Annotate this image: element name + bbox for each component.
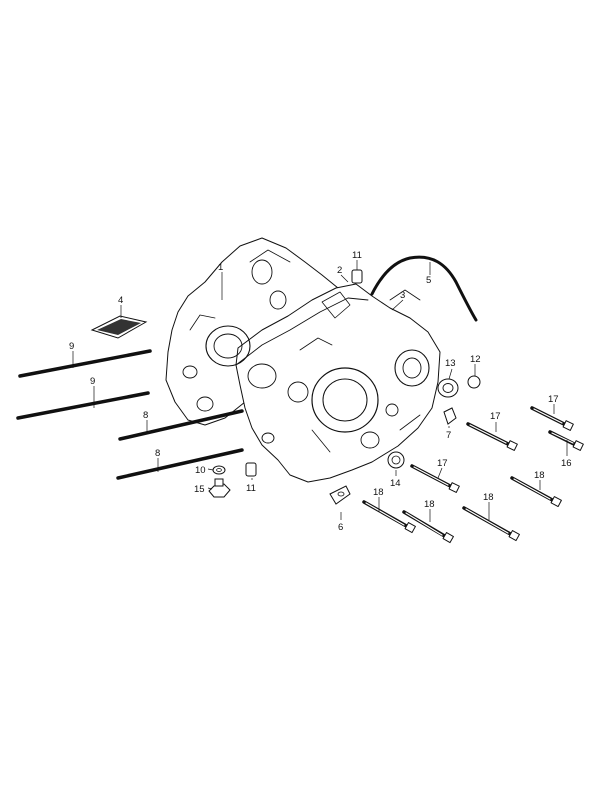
callout-11-bottom: 11 [246, 483, 256, 494]
crankcase-assembly [165, 237, 441, 483]
callout-18-c: 18 [424, 499, 435, 510]
callout-16: 16 [561, 458, 572, 469]
callout-5: 5 [426, 275, 431, 286]
callout-13: 13 [445, 358, 456, 369]
dowel-pin-bottom [245, 462, 257, 477]
oil-strainer-screen [90, 315, 148, 339]
drain-bolt [208, 478, 231, 498]
callout-9-upper: 9 [69, 341, 74, 352]
sealing-washer [212, 465, 226, 475]
tube-clamp [329, 485, 351, 505]
callout-3: 3 [400, 290, 405, 301]
oil-seal [437, 378, 459, 398]
callout-18-a: 18 [534, 470, 545, 481]
callout-18-b: 18 [373, 487, 384, 498]
callout-1: 1 [218, 262, 223, 273]
dowel-pin-top [351, 269, 363, 284]
callout-9-lower: 9 [90, 376, 95, 387]
callout-17-b: 17 [548, 394, 559, 405]
callout-18-d: 18 [483, 492, 494, 503]
cap [467, 375, 481, 389]
callout-10: 10 [195, 465, 206, 476]
callout-2: 2 [337, 265, 342, 276]
callout-labels: 1 2 3 4 5 6 7 8 8 9 9 10 11 11 12 13 14 … [69, 250, 572, 533]
callout-15: 15 [194, 484, 205, 495]
callout-8-upper: 8 [143, 410, 148, 421]
callout-11-top: 11 [352, 250, 362, 261]
callout-8-lower: 8 [155, 448, 160, 459]
leader-lines [72, 260, 568, 522]
guide-clip [443, 407, 457, 425]
callout-17-a: 17 [490, 411, 501, 422]
shaft-seal [387, 451, 405, 469]
crankshaft-bore [311, 367, 379, 433]
left-bearing-bore [205, 325, 251, 367]
bolts [362, 406, 584, 544]
right-crankcase-half [235, 283, 441, 483]
callout-7: 7 [446, 430, 451, 441]
callout-14: 14 [390, 478, 401, 489]
callout-6: 6 [338, 522, 343, 533]
callout-17-c: 17 [437, 458, 448, 469]
mainshaft-bore [394, 349, 430, 387]
callout-4: 4 [118, 295, 123, 306]
callout-12: 12 [470, 354, 481, 365]
